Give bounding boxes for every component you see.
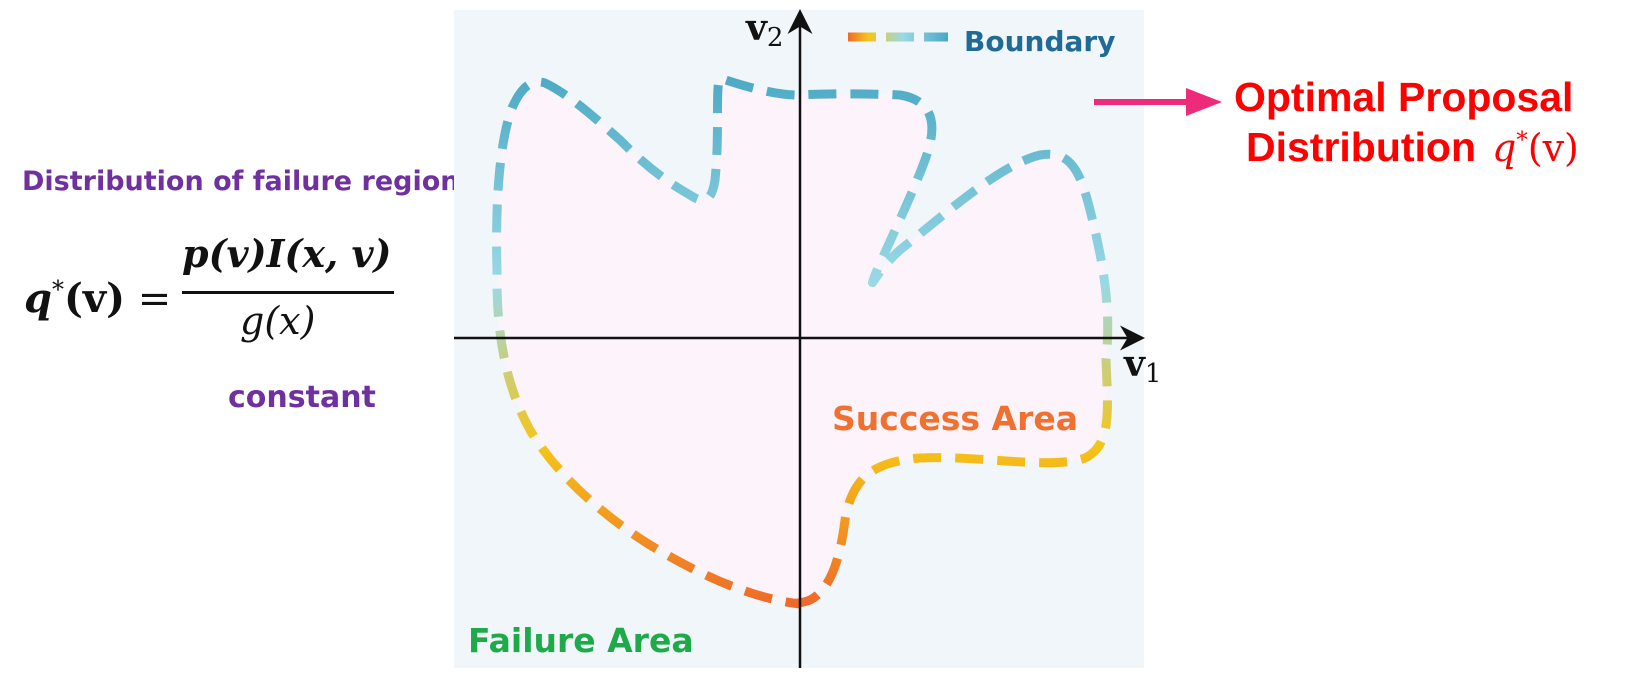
q-star-symbol: q*(v) xyxy=(1492,126,1579,170)
constant-label: constant xyxy=(228,380,376,415)
boundary-curve xyxy=(492,72,1113,609)
formula-lhs: q*(v) = xyxy=(24,275,171,322)
distribution-word: Distribution xyxy=(1246,124,1477,170)
distribution-heading: Distribution q*(v) xyxy=(1246,124,1579,171)
failure-distribution-title: Distribution of failure region xyxy=(22,166,460,197)
formula-numerator: p(v)I(x, v) xyxy=(182,231,392,276)
formula-lhs-symbol: q xyxy=(24,275,52,322)
legend-boundary-label: Boundary xyxy=(964,25,1115,58)
legend: Boundary xyxy=(848,25,1115,58)
fraction-bar xyxy=(182,291,394,294)
formula-denominator: g(x) xyxy=(240,299,316,343)
failure-area-label: Failure Area xyxy=(468,621,694,660)
optimal-proposal-heading: Optimal Proposal xyxy=(1234,74,1574,120)
formula-lhs-sup: * xyxy=(51,275,64,304)
pointer-arrow xyxy=(1094,88,1222,116)
x-axis-label: v1 xyxy=(1123,343,1161,389)
y-axis-label: v2 xyxy=(745,7,783,53)
formula-equals: = xyxy=(137,276,172,322)
success-area-label: Success Area xyxy=(832,399,1078,438)
formula-lhs-arg: (v) xyxy=(63,275,126,322)
